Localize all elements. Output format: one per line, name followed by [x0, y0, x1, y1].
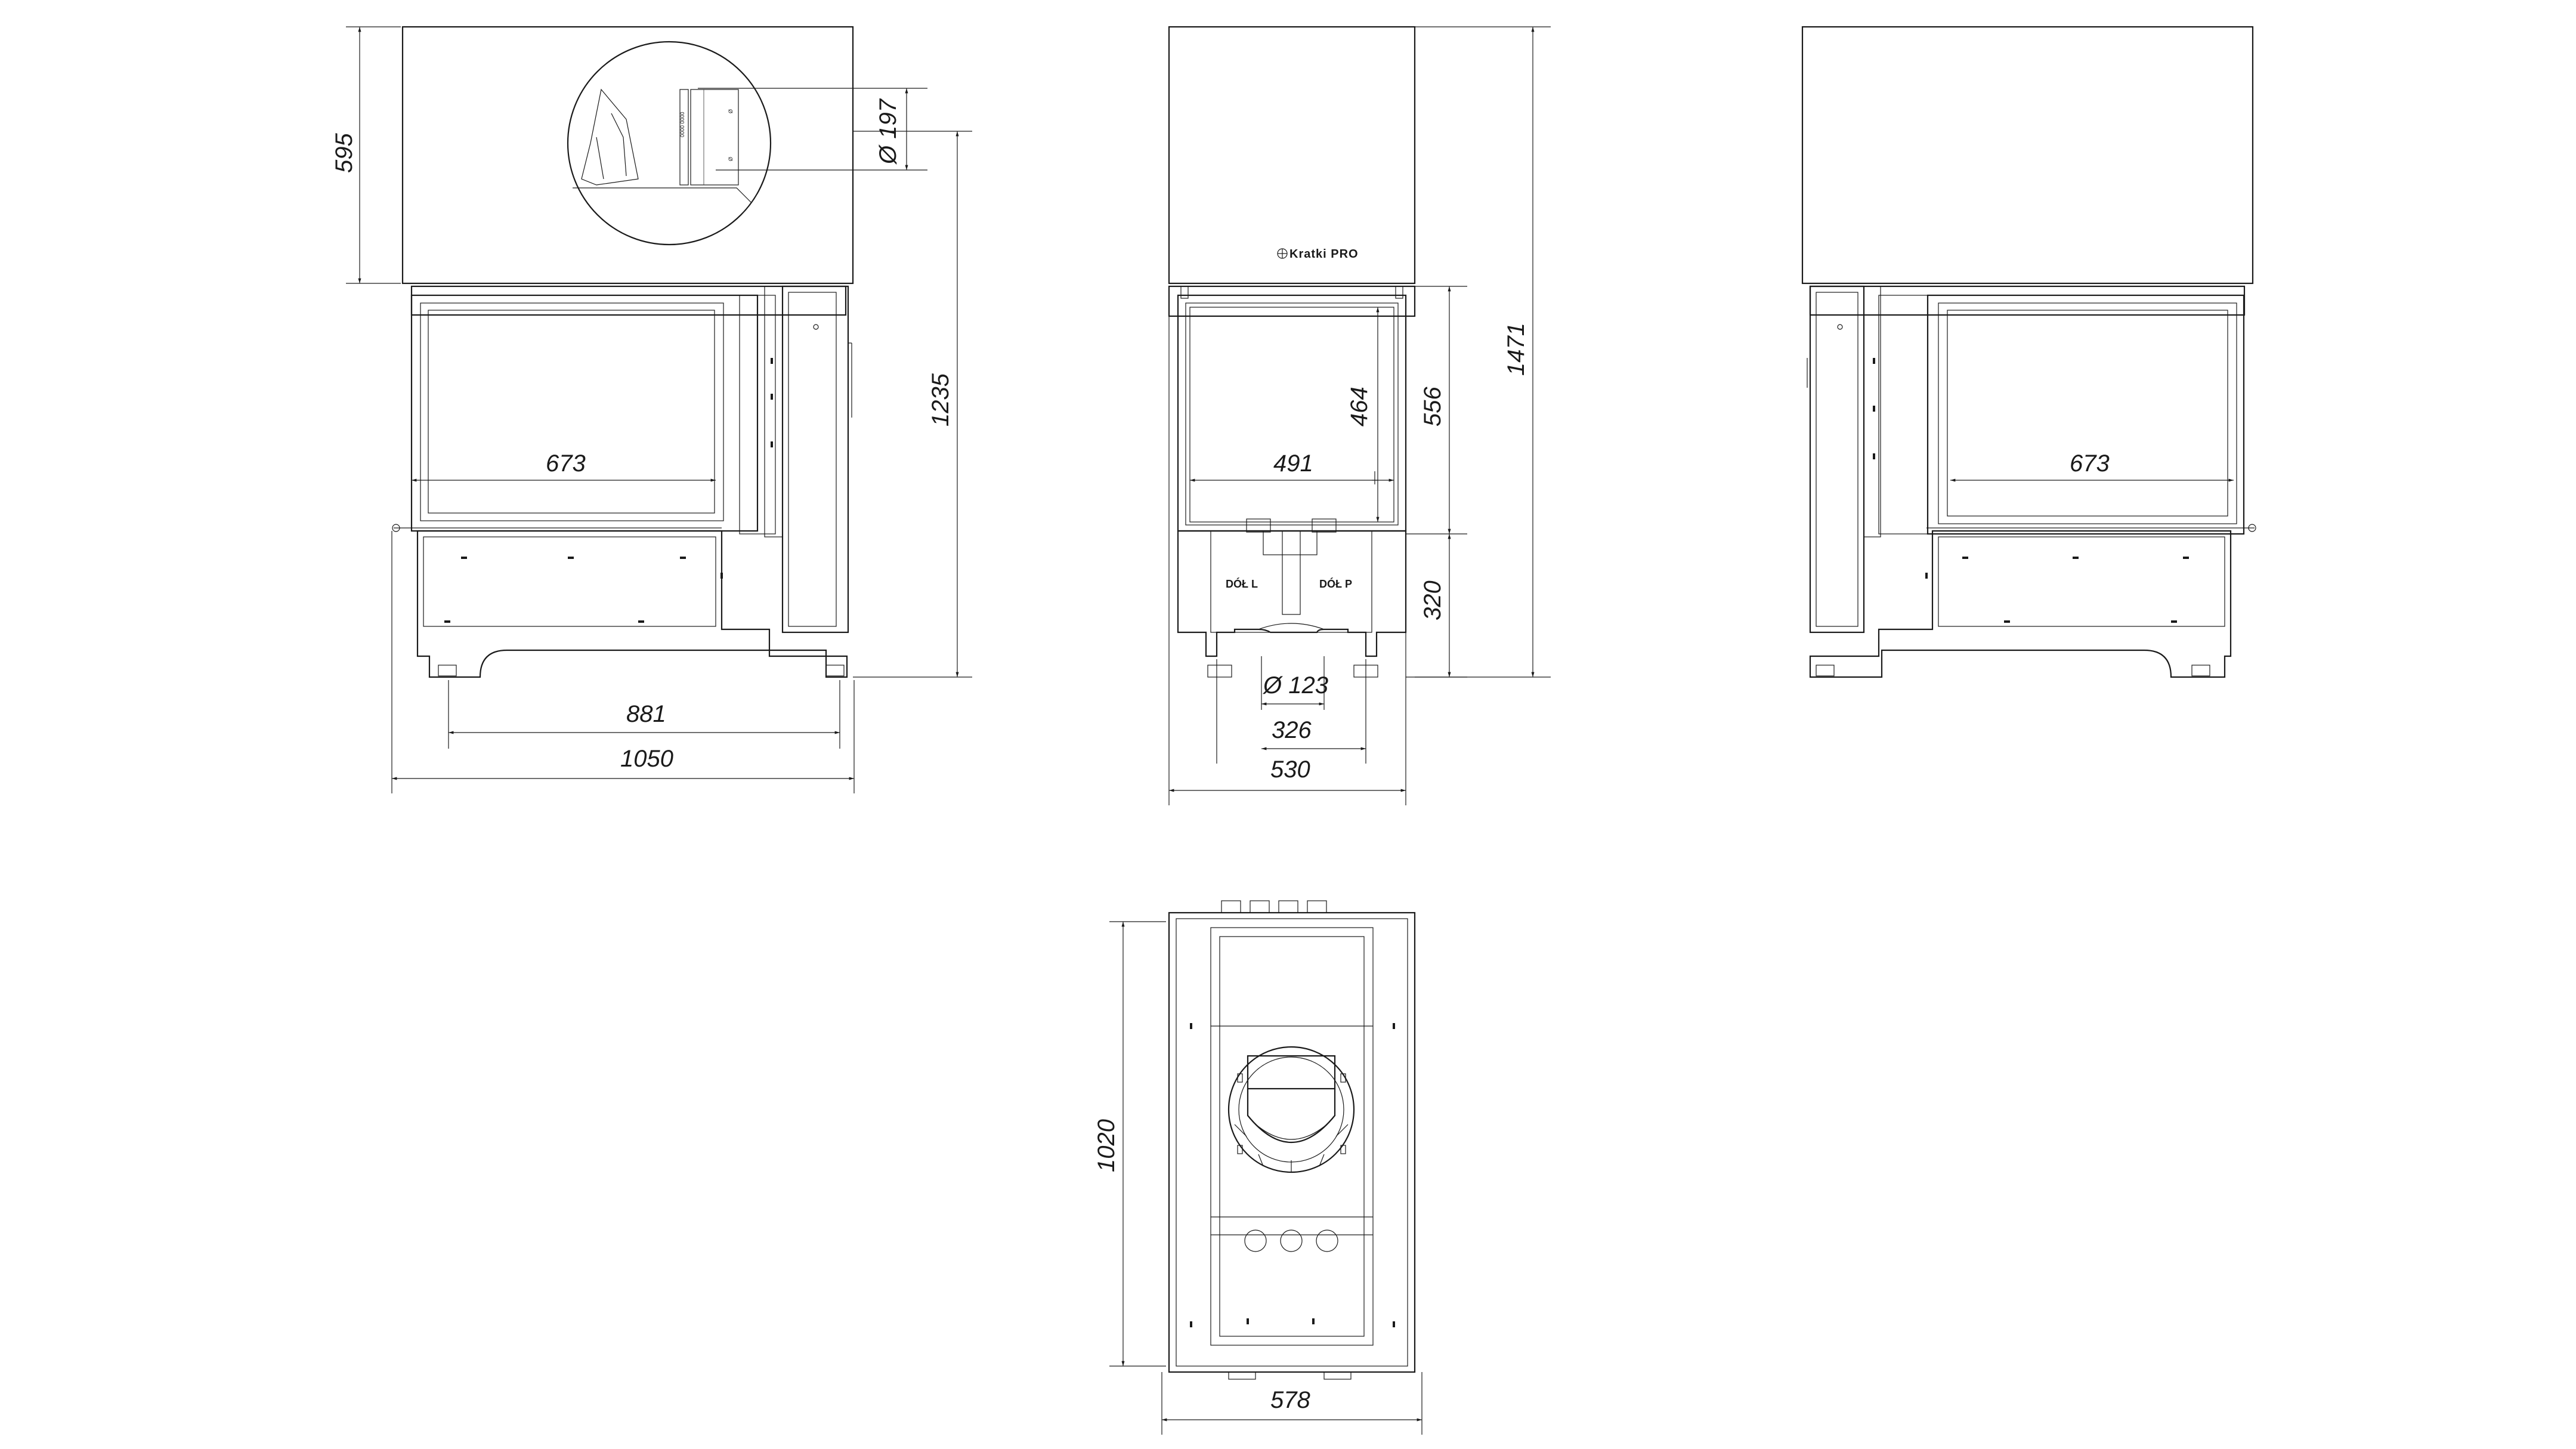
dim-inlet: Ø 123 [1262, 672, 1328, 699]
bottom-view: 1020 578 [1093, 900, 1422, 1435]
fan-grille-icon [1227, 1046, 1355, 1173]
left-dimensions: 595 1235 Ø 197 673 881 1050 [331, 26, 972, 793]
svg-text:0000 0000: 0000 0000 [679, 112, 685, 137]
flue-detail-icon: 0000 0000 Ø Ø [567, 41, 772, 246]
dim-top-height: 595 [331, 133, 357, 173]
dim-flue: Ø 197 [875, 98, 901, 165]
dim-total-height: 1471 [1503, 323, 1529, 376]
inlet-circles [1244, 1229, 1338, 1252]
dim-bottom-width: 578 [1270, 1387, 1310, 1413]
dim-glass-width-front: 491 [1273, 450, 1313, 477]
dim-front-width: 530 [1270, 756, 1310, 783]
dim-base-height: 320 [1420, 580, 1446, 620]
dim-feet-depth: 881 [626, 701, 666, 727]
front-view: Kratki PRO DÓŁ L DÓŁ P 1471 556 [1168, 26, 1551, 805]
left-bolts [444, 358, 773, 623]
label-left: DÓŁ L [1226, 577, 1258, 590]
dim-total-width: 1050 [620, 746, 673, 772]
right-bolts [1873, 358, 2189, 623]
dim-door-height: 556 [1420, 387, 1446, 427]
label-right: DÓŁ P [1319, 577, 1352, 590]
left-side-view: 0000 0000 Ø Ø [331, 26, 972, 793]
dim-bottom-depth: 1020 [1093, 1119, 1120, 1172]
svg-text:Ø: Ø [728, 157, 734, 161]
dim-glass-height: 464 [1346, 387, 1372, 427]
right-side-view: 673 [1801, 26, 2256, 678]
dim-body-height: 1235 [927, 373, 954, 427]
front-dimensions: 1471 556 464 491 320 Ø 123 326 530 [1168, 26, 1551, 805]
dim-glass-width-right: 673 [2070, 450, 2110, 477]
dim-inlet-spacing: 326 [1272, 717, 1312, 743]
dim-glass-width: 673 [546, 450, 586, 477]
svg-text:Ø: Ø [728, 109, 734, 113]
brand-logo: Kratki PRO [1277, 248, 1359, 261]
brand-name: Kratki PRO [1289, 248, 1359, 261]
bottom-bolts [1190, 1023, 1395, 1327]
